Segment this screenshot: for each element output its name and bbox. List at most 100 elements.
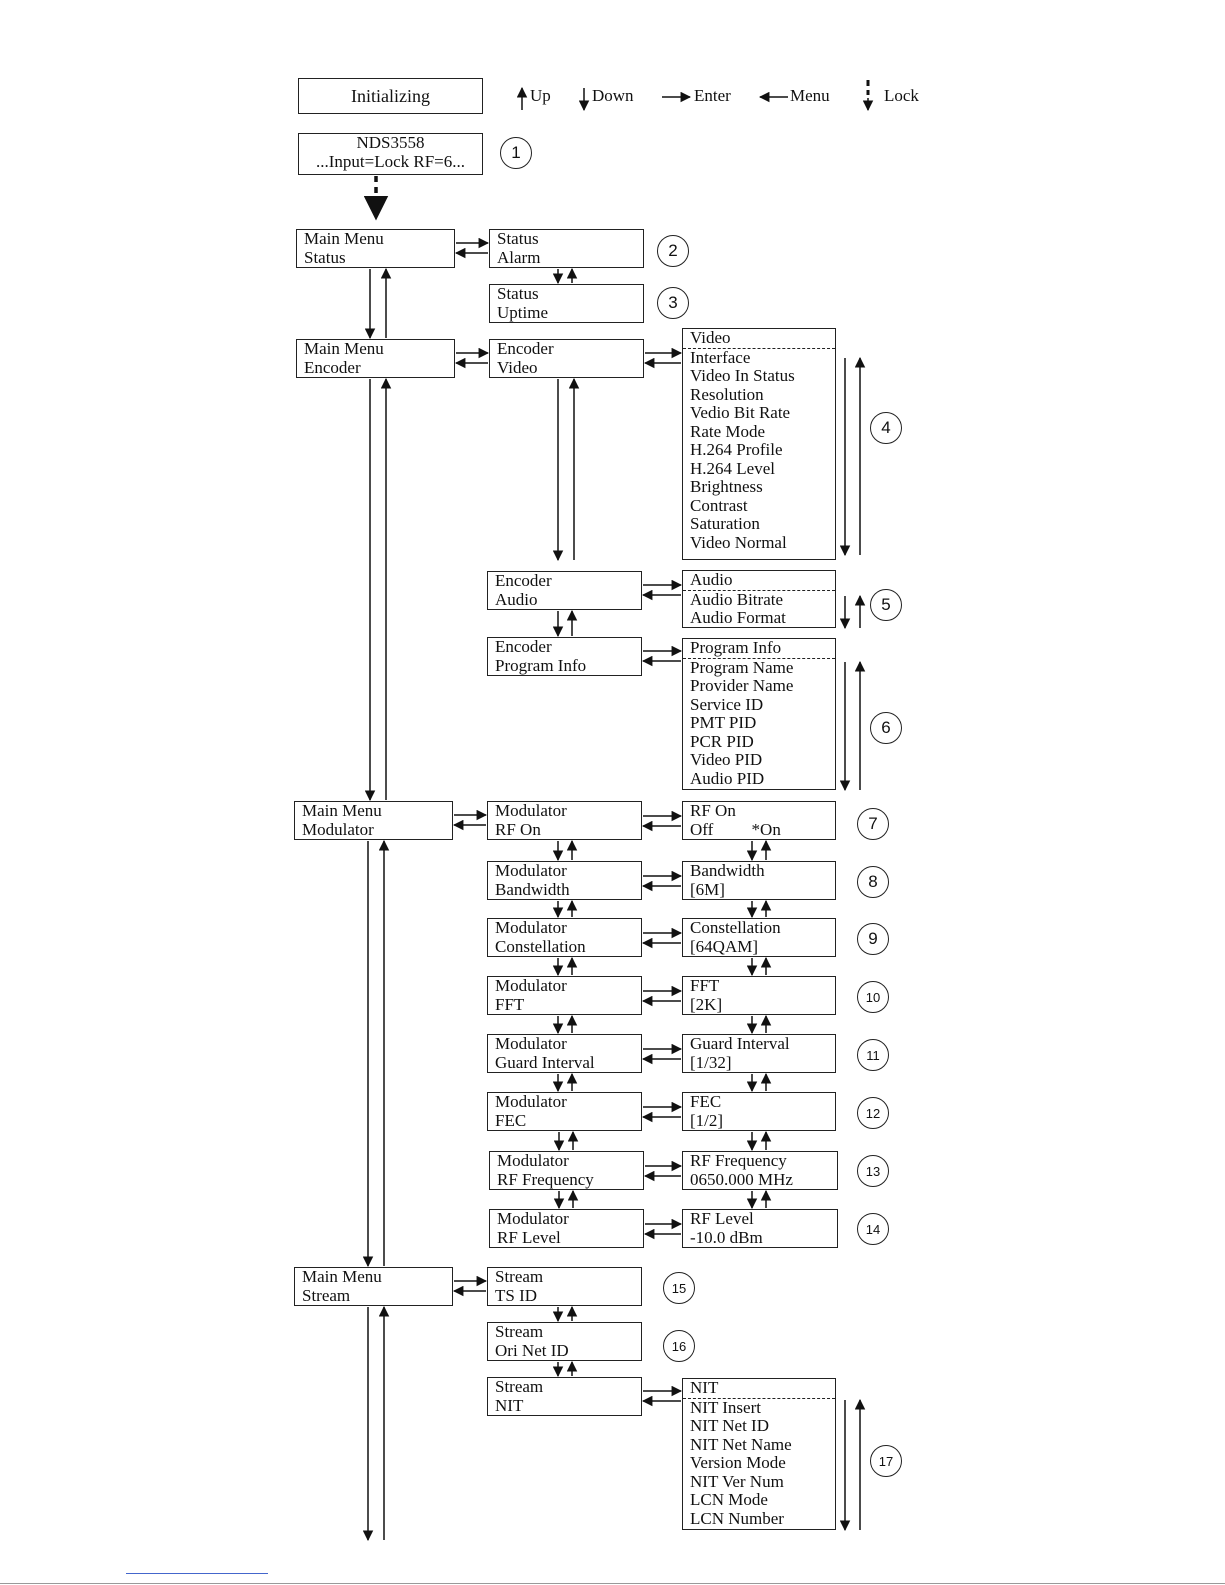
status-alarm-line2: Alarm bbox=[497, 247, 541, 267]
step-number-3: 3 bbox=[657, 287, 689, 319]
video-list-item: H.264 Level bbox=[690, 458, 775, 478]
stream-ori-net-id-line2: Ori Net ID bbox=[495, 1340, 569, 1360]
fec-value-box: FEC[1/2] bbox=[682, 1092, 836, 1131]
encoder-audio-box: Encoder Audio bbox=[487, 571, 642, 610]
value-line1: Guard Interval bbox=[690, 1034, 790, 1053]
status-uptime-box: Status Uptime bbox=[489, 284, 644, 323]
video-list-item: H.264 Profile bbox=[690, 440, 783, 459]
program-list-item: Program Info bbox=[683, 638, 835, 659]
value-line2: Off *On bbox=[690, 819, 781, 839]
program-list-item: Service ID bbox=[690, 694, 764, 714]
video-list-item: Contrast bbox=[690, 495, 748, 515]
value-line1: Bandwidth bbox=[690, 861, 765, 880]
legend-lock-label: Lock bbox=[884, 86, 919, 105]
step-number-7: 7 bbox=[857, 808, 889, 840]
step-number-16: 16 bbox=[663, 1330, 695, 1362]
program-list-item: Video PID bbox=[690, 750, 763, 769]
encoder-program-info-line1: Encoder bbox=[495, 637, 552, 656]
main-menu-status: Main Menu Status bbox=[296, 229, 455, 268]
encoder-program-info-box: Encoder Program Info bbox=[487, 637, 642, 676]
video-list-item: Video In Status bbox=[690, 366, 795, 385]
modulator-item-line2: Bandwidth bbox=[495, 879, 570, 899]
nit-list-item: NIT Net ID bbox=[690, 1416, 769, 1435]
main-menu-stream-line1: Main Menu bbox=[302, 1267, 382, 1286]
step-number-13: 13 bbox=[857, 1155, 889, 1187]
modulator-item-line1: Modulator bbox=[497, 1151, 569, 1170]
legend-enter: Enter bbox=[694, 86, 731, 106]
step-number-10: 10 bbox=[857, 981, 889, 1013]
nit-list-item: NIT Net Name bbox=[690, 1434, 792, 1454]
bandwidth-value-box: Bandwidth[6M] bbox=[682, 861, 836, 900]
stream-nit-box: Stream NIT bbox=[487, 1377, 642, 1416]
video-list-item: Interface bbox=[690, 347, 751, 367]
modulator-item-line2: FEC bbox=[495, 1110, 527, 1130]
audio-list-item: Audio Bitrate bbox=[690, 589, 784, 609]
footer-rule bbox=[0, 1583, 1225, 1584]
startup-box: NDS3558 ...Input=Lock RF=6... bbox=[298, 133, 483, 175]
program-list-item: Provider Name bbox=[690, 676, 794, 695]
nit-list-item: Version Mode bbox=[690, 1453, 786, 1472]
nit-list-item: LCN Mode bbox=[690, 1490, 768, 1509]
video-list-item: Brightness bbox=[690, 477, 763, 496]
value-line1: Constellation bbox=[690, 918, 781, 937]
rf-level-value-box: RF Level-10.0 dBm bbox=[682, 1209, 838, 1248]
value-line2: -10.0 dBm bbox=[690, 1227, 763, 1247]
step-number-15: 15 bbox=[663, 1272, 695, 1304]
value-line1: FFT bbox=[690, 976, 720, 995]
status-uptime-line2: Uptime bbox=[497, 302, 548, 322]
video-list-item: Rate Mode bbox=[690, 421, 766, 441]
step-number-1: 1 bbox=[500, 137, 532, 169]
legend-up-label: Up bbox=[530, 86, 551, 105]
program-list-item: Program Name bbox=[690, 657, 794, 677]
legend-down: Down bbox=[592, 86, 634, 106]
encoder-video-line1: Encoder bbox=[497, 339, 554, 358]
value-line1: RF Frequency bbox=[690, 1151, 787, 1170]
modulator-item-line1: Modulator bbox=[497, 1209, 569, 1228]
value-line1: RF On bbox=[690, 801, 736, 820]
fft-value-box: FFT[2K] bbox=[682, 976, 836, 1015]
value-line2: 0650.000 MHz bbox=[690, 1169, 793, 1189]
status-alarm-box: Status Alarm bbox=[489, 229, 644, 268]
legend-down-label: Down bbox=[592, 86, 634, 105]
value-line1: RF Level bbox=[690, 1209, 754, 1228]
initializing-label: Initializing bbox=[351, 85, 430, 106]
main-menu-modulator: Main Menu Modulator bbox=[294, 801, 453, 840]
modulator-item-line2: RF On bbox=[495, 819, 541, 839]
stream-ori-net-id-box: Stream Ori Net ID bbox=[487, 1322, 642, 1361]
status-alarm-line1: Status bbox=[497, 229, 539, 248]
nit-list-item: LCN Number bbox=[690, 1508, 784, 1528]
stream-ori-net-id-line1: Stream bbox=[495, 1322, 544, 1341]
stream-ts-id-box: Stream TS ID bbox=[487, 1267, 642, 1306]
program-list-item: PCR PID bbox=[690, 731, 754, 751]
encoder-program-info-line2: Program Info bbox=[495, 655, 587, 675]
modulator-item-line1: Modulator bbox=[495, 861, 567, 880]
program-list-item: PMT PID bbox=[690, 713, 757, 732]
main-menu-encoder-line2: Encoder bbox=[304, 357, 361, 377]
step-number-5: 5 bbox=[870, 589, 902, 621]
modulator-item-line2: RF Frequency bbox=[497, 1169, 594, 1189]
modulator-item-line1: Modulator bbox=[495, 976, 567, 995]
status-uptime-line1: Status bbox=[497, 284, 539, 303]
nit-list-item: NIT Insert bbox=[690, 1397, 761, 1417]
step-number-11: 11 bbox=[857, 1039, 889, 1071]
step-number-14: 14 bbox=[857, 1213, 889, 1245]
step-number-12: 12 bbox=[857, 1097, 889, 1129]
value-line1: FEC bbox=[690, 1092, 722, 1111]
modulator-item-line2: Guard Interval bbox=[495, 1052, 595, 1072]
main-menu-encoder-line1: Main Menu bbox=[304, 339, 384, 358]
video-list-item: Saturation bbox=[690, 514, 760, 533]
main-menu-status-line2: Status bbox=[304, 247, 346, 267]
nit-list-item: NIT bbox=[683, 1378, 835, 1399]
main-menu-stream-line2: Stream bbox=[302, 1285, 351, 1305]
video-list-item: Video bbox=[683, 328, 835, 349]
legend-enter-label: Enter bbox=[694, 86, 731, 105]
audio-list-item: Audio Format bbox=[690, 608, 786, 627]
